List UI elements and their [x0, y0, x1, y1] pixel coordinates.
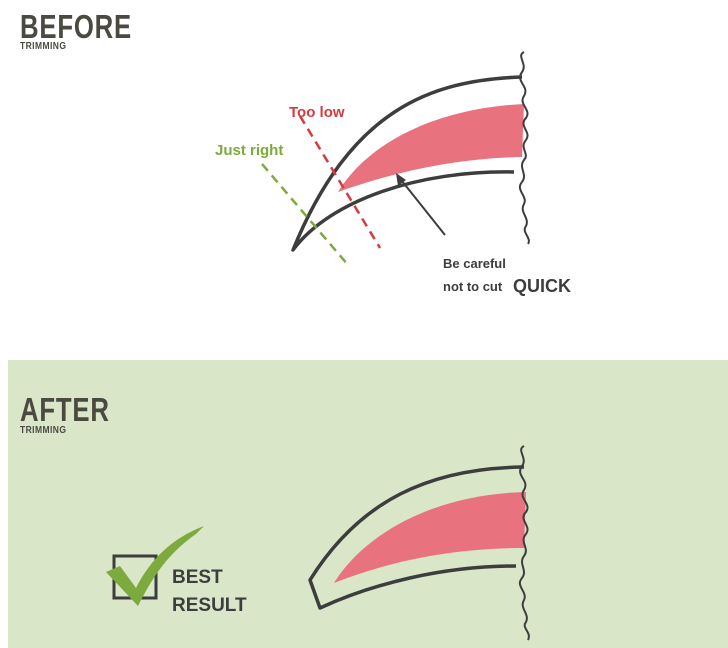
after-nail	[310, 446, 529, 640]
before-nail	[293, 52, 529, 250]
too-low-label: Too low	[289, 104, 345, 121]
careful-label-line2: not to cut	[443, 279, 503, 294]
best-result-badge	[106, 526, 204, 606]
after-quick	[334, 492, 526, 583]
best-label: BEST	[172, 567, 223, 588]
careful-arrow	[398, 176, 445, 235]
quick-label: QUICK	[513, 276, 571, 296]
just-right-label: Just right	[215, 142, 283, 159]
result-label: RESULT	[172, 595, 247, 616]
careful-label-line1: Be careful	[443, 256, 506, 271]
